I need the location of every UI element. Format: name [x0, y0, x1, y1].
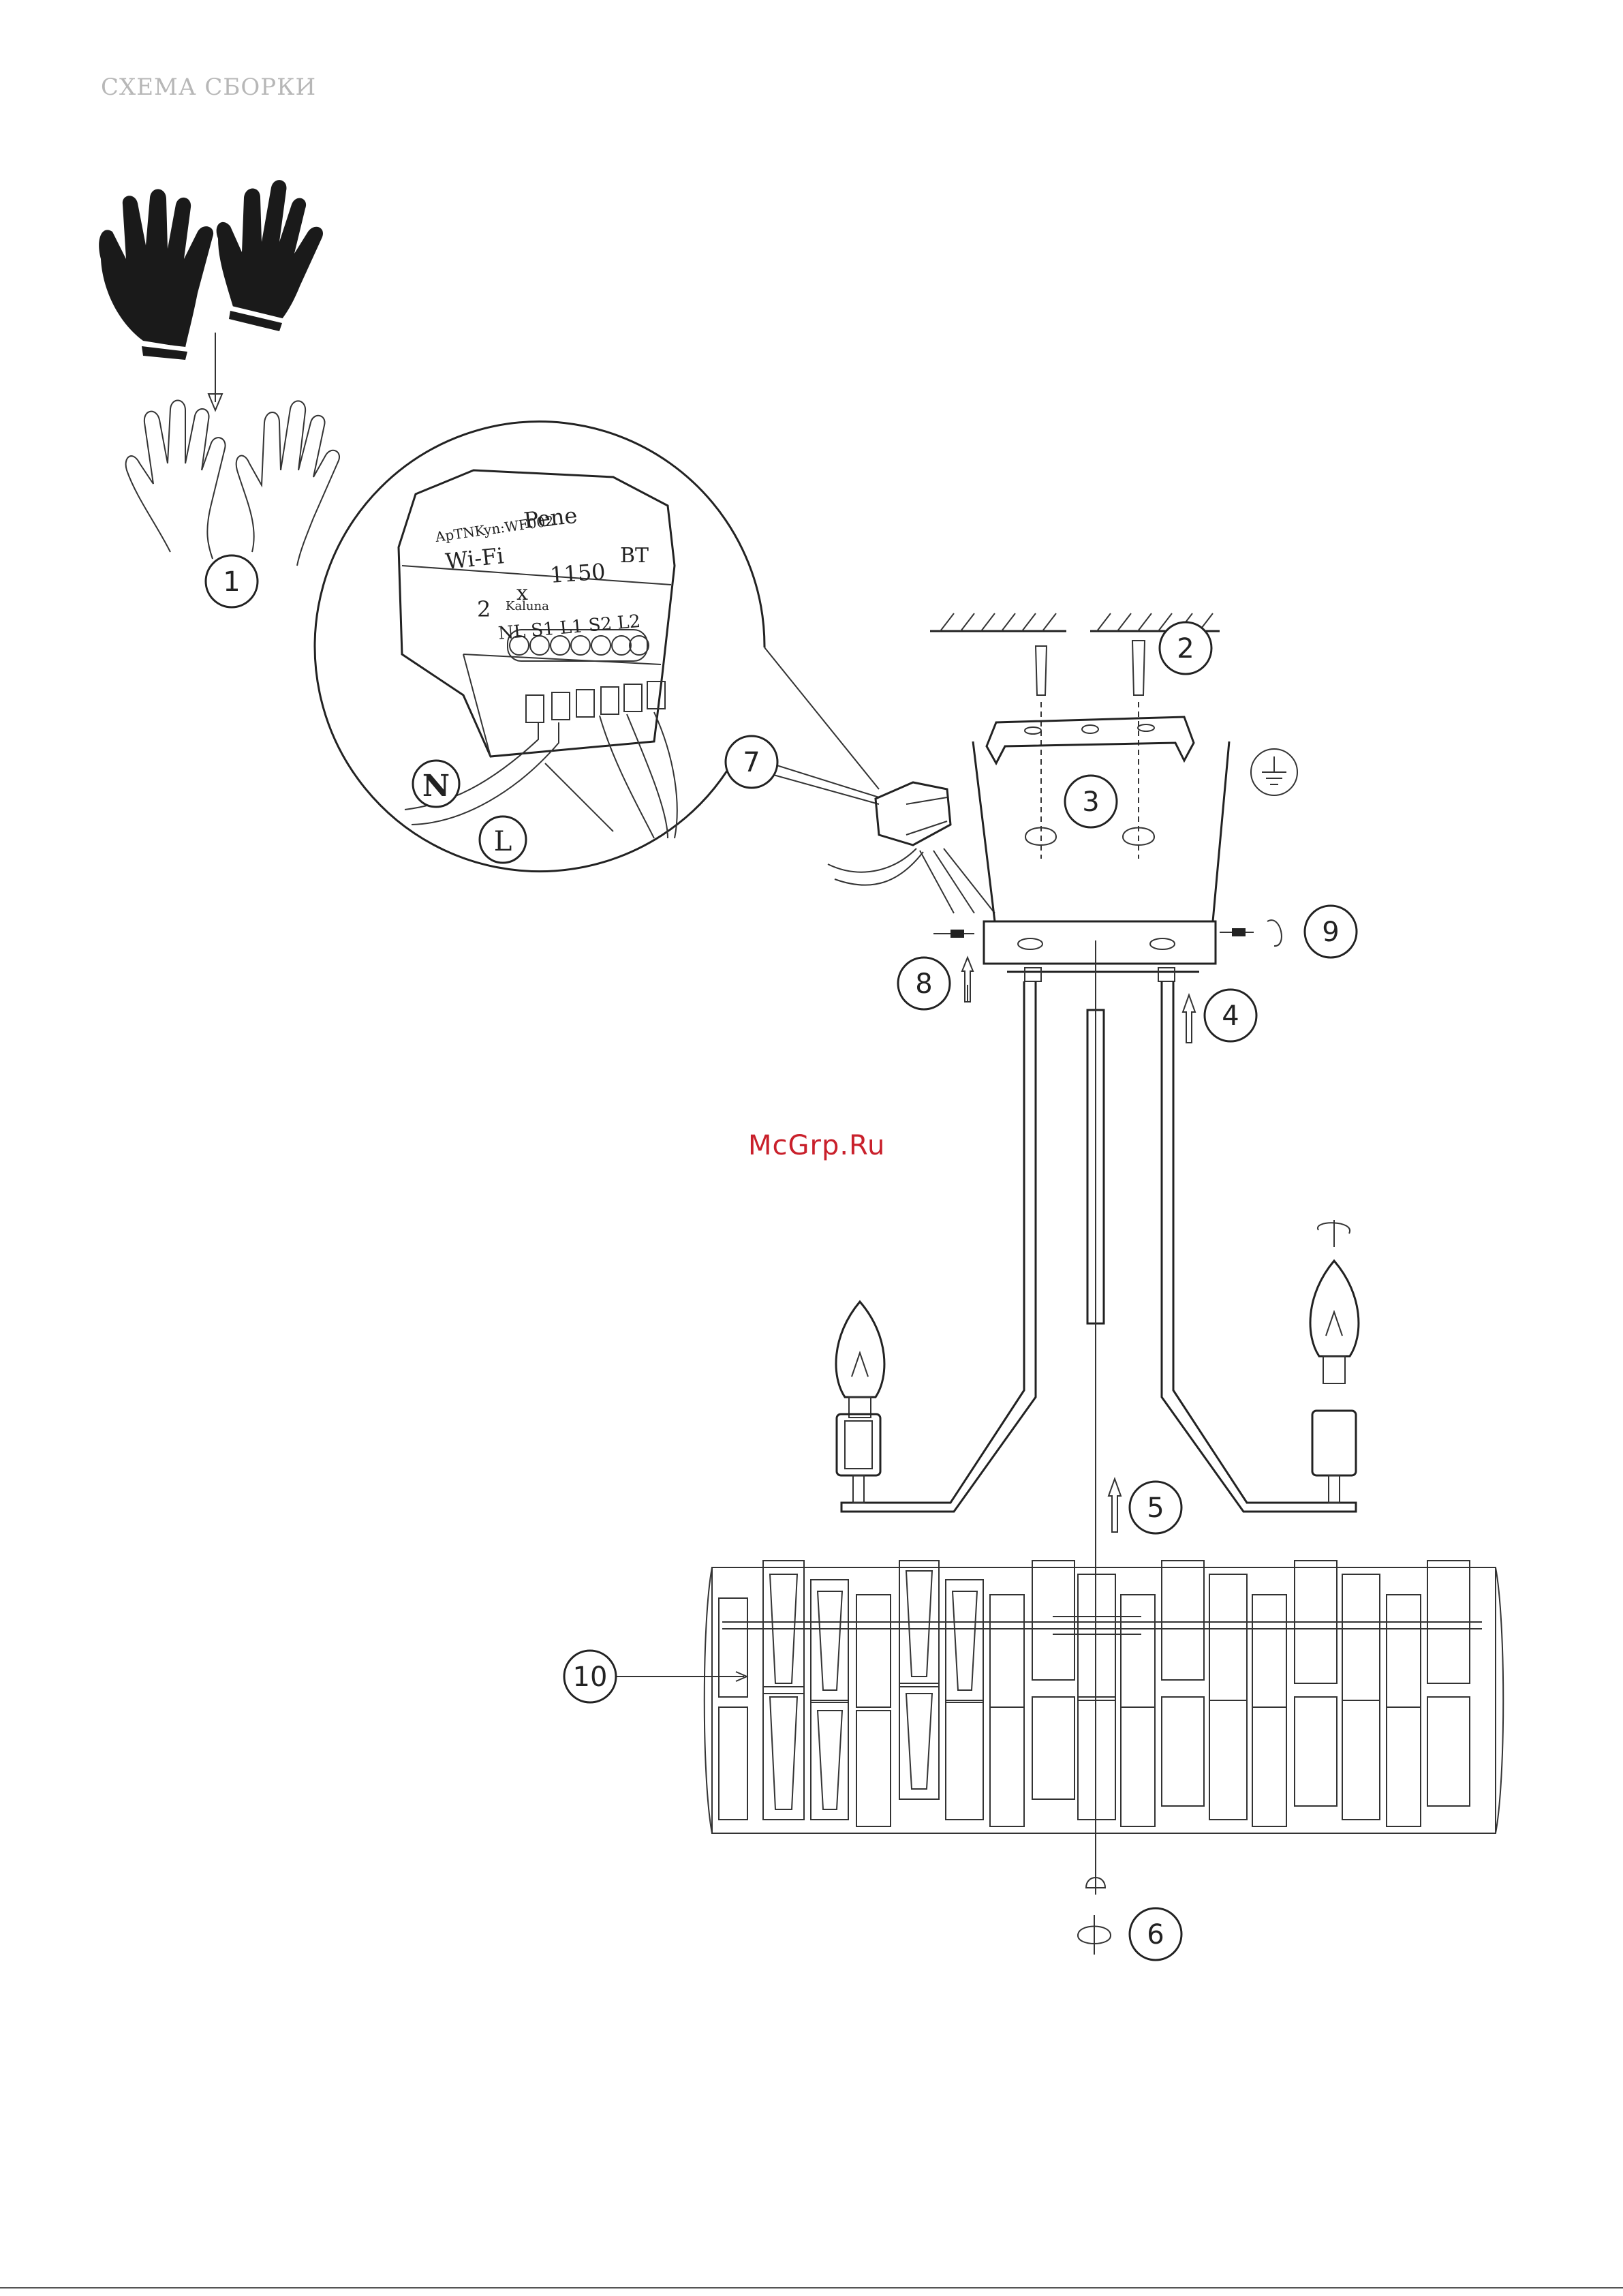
callout-6: 6	[1130, 1908, 1181, 1960]
bottom-rule	[0, 2287, 1623, 2289]
svg-text:1: 1	[223, 566, 240, 598]
svg-text:L: L	[494, 826, 512, 857]
svg-text:Pene: Pene	[523, 502, 578, 534]
candle-bulb-right	[1310, 1220, 1359, 1503]
svg-text:4: 4	[1222, 1000, 1239, 1032]
callout-3: 3	[1025, 776, 1154, 845]
candle-bulb-left	[836, 1302, 884, 1503]
bare-hands-icon	[126, 400, 339, 566]
svg-text:9: 9	[1322, 917, 1339, 948]
mounting-bracket	[987, 717, 1194, 763]
svg-text:6: 6	[1147, 1919, 1164, 1950]
svg-text:10: 10	[573, 1662, 608, 1693]
callout-2: 2	[1160, 622, 1211, 674]
module-magnifier: ApTNKyn:WF002 Wi-Fi Pene 2 x 1150 BT Kal…	[315, 422, 879, 872]
svg-text:Wi-Fi: Wi-Fi	[444, 542, 505, 575]
callout-5: 5	[1109, 1479, 1181, 1533]
svg-text:5: 5	[1147, 1493, 1164, 1524]
side-screw-right	[1220, 920, 1282, 946]
callout-8: 8	[898, 958, 950, 1009]
terminal-sockets	[526, 682, 665, 722]
callout-9: 9	[1305, 906, 1357, 958]
svg-text:2: 2	[477, 596, 491, 622]
svg-text:NL S1 L1 S2 L2: NL S1 L1 S2 L2	[497, 611, 641, 644]
crystal-prisms	[719, 1561, 1470, 1826]
ground-icon	[1251, 749, 1297, 795]
gloves-icon	[99, 180, 323, 360]
finial-nut	[1078, 1878, 1111, 1955]
svg-text:3: 3	[1082, 786, 1099, 818]
svg-text:8: 8	[915, 968, 932, 1000]
wifi-module	[828, 782, 995, 913]
canopy	[973, 741, 1229, 972]
svg-text:1150: 1150	[549, 558, 606, 588]
svg-text:N: N	[422, 769, 450, 803]
live-label: L	[480, 816, 526, 863]
callout-4: 4	[1183, 990, 1256, 1043]
neutral-label: N	[413, 761, 459, 807]
svg-text:2: 2	[1177, 633, 1194, 664]
frame-rods	[841, 940, 1356, 1895]
arrow-down-icon	[208, 333, 222, 410]
svg-text:Kaluna: Kaluna	[506, 599, 549, 613]
callout-1: 1	[206, 555, 258, 607]
svg-text:BT: BT	[620, 544, 649, 568]
callout-7: 7	[726, 736, 879, 797]
svg-text:7: 7	[743, 747, 760, 778]
